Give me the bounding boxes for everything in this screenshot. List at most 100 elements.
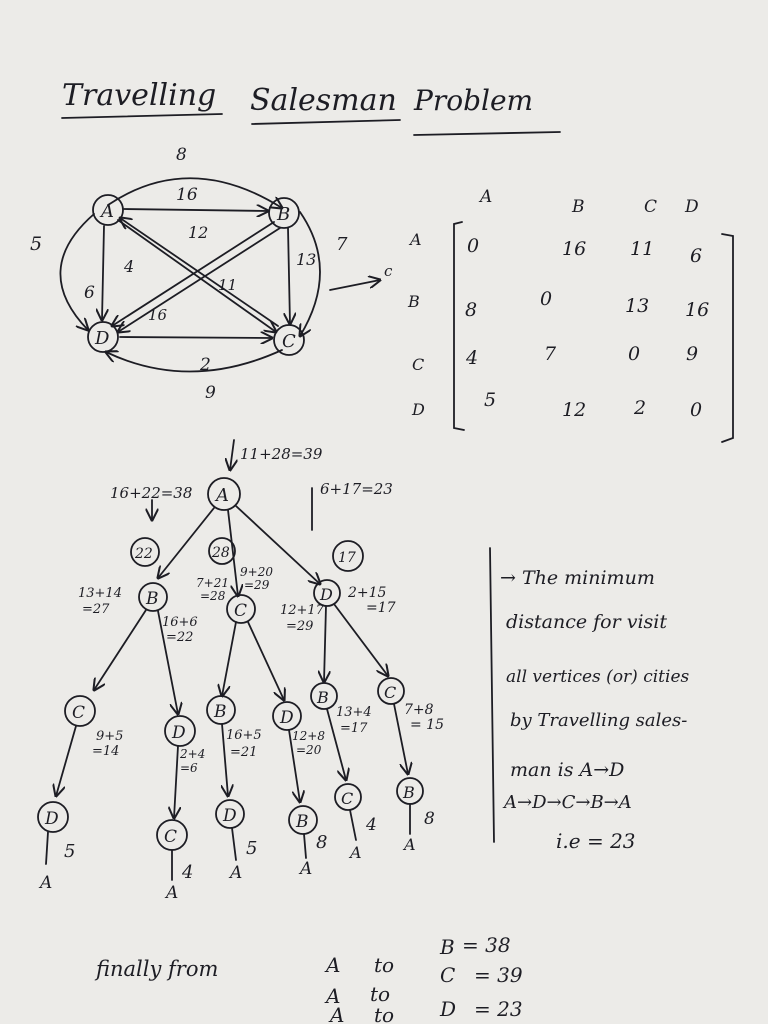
tree-node-d3b-label: D (222, 806, 237, 826)
page-title: Travelling Salesman Problem (61, 78, 561, 136)
tree-edge-b2b-c3 (326, 708, 346, 780)
annotation-c-left-1: 7+21 (196, 576, 229, 590)
conclusion-line-2: distance for visit (506, 611, 667, 633)
tree-edge-d-c (333, 603, 388, 676)
annotation-c-left-2: =28 (200, 589, 226, 603)
tree-node-b3b-label: B (402, 783, 415, 802)
matrix-cell-d-b: 12 (562, 399, 586, 421)
title-underline-3 (413, 131, 561, 136)
tree-node-d2a (164, 715, 196, 747)
weight-ac: 12 (188, 223, 208, 242)
tree-leaf-a-1: A (38, 873, 52, 893)
tree-leaf-a-4: A (298, 859, 312, 879)
matrix-col-header-c: C (644, 197, 657, 217)
weight-dc-mid: 2 (199, 355, 211, 375)
annotation-c2b-1: 7+8 (404, 702, 434, 718)
tree-edge-b-c (94, 609, 147, 690)
cost-d3a: 5 (64, 841, 75, 862)
final-row-2-value: = 39 (474, 963, 523, 987)
conclusion-line-7: i.e = 23 (556, 829, 636, 853)
final-row-1-dest: B (439, 935, 455, 959)
matrix-cell-b-c: 13 (625, 295, 649, 317)
graph-node-a-label: A (99, 201, 114, 222)
edge-a-left (59, 213, 95, 330)
tree-leaf-a-5: A (348, 843, 362, 862)
annotation-d-left-1: 12+17 (280, 603, 325, 618)
annotation-b2a-1: 16+5 (226, 728, 262, 743)
cost-bubble-b (130, 537, 160, 567)
tree-edge-c3b-a (349, 809, 357, 841)
graph-node-d-label: D (94, 328, 110, 349)
tree-edge-d3a-a (45, 831, 49, 865)
tree-node-c2-label: C (72, 703, 85, 723)
title-word-salesman: Salesman (250, 83, 397, 118)
edge-ac (117, 219, 276, 332)
weight-b-right: 7 (336, 234, 348, 255)
graph-node-d (87, 321, 119, 353)
tree-node-d3a-label: D (44, 809, 59, 829)
final-row-3-to: to (374, 1003, 394, 1024)
edge-ab (123, 209, 268, 211)
annotation-arrow-middle (230, 439, 234, 470)
annotation-root-left: 16+22=38 (110, 484, 192, 502)
tree-node-b2a-label: B (213, 702, 227, 722)
tree-edge-a-d (235, 505, 320, 584)
annotation-d2a-2: =6 (180, 761, 198, 775)
matrix-left-bracket (453, 221, 465, 431)
tree-node-c3b-label: C (341, 789, 353, 808)
annotation-root-right: 6+17=23 (320, 480, 393, 498)
final-lead: finally from (94, 957, 218, 981)
matrix-cell-a-b: 16 (562, 238, 586, 260)
annotation-c-right-2: =29 (244, 578, 270, 592)
edge-ca (120, 218, 279, 327)
weight-dc: 16 (148, 306, 168, 324)
cost-bubble-c-label: 28 (211, 545, 230, 561)
tree-node-b2a (206, 695, 236, 725)
cost-bubble-b-label: 22 (134, 546, 153, 562)
matrix-cell-c-d: 9 (686, 343, 698, 365)
weight-ab-top: 8 (176, 145, 187, 165)
tree-edge-d2b-b3 (288, 729, 300, 802)
matrix-cell-d-c: 2 (633, 397, 646, 419)
tree-node-c2b-label: C (384, 683, 396, 702)
tree-edge-b3a-a (303, 833, 307, 859)
annotation-d2b-1: 12+8 (292, 729, 325, 743)
cost-bubble-c (208, 537, 236, 565)
tree-leaf-a-2: A (164, 883, 178, 903)
conclusion-text: → The minimum distance for visit all ver… (500, 567, 689, 853)
final-row-2-from: A (324, 984, 340, 1008)
tree-edge-c-b (222, 621, 237, 696)
tree-node-c2 (64, 695, 96, 727)
matrix-cell-b-d: 16 (685, 299, 709, 321)
annotation-c-right-1: 9+20 (240, 565, 273, 579)
annotation-d-right-1: 2+15 (347, 585, 387, 601)
matrix-col-header-a: A (478, 187, 492, 207)
weight-ab: 16 (176, 185, 198, 205)
matrix-arrow-label: c (384, 262, 393, 280)
annotation-b-left-2: =27 (82, 602, 110, 617)
tree-edge-b2a-d3 (222, 723, 228, 796)
annotation-b2b-1: 13+4 (336, 705, 372, 720)
matrix-cell-a-d: 6 (690, 245, 702, 267)
matrix-cell-d-a: 5 (484, 389, 496, 411)
conclusion-line-5: man is A→D (510, 759, 624, 781)
final-results: finally from A to B = 38 A to C = 39 A t… (94, 933, 523, 1024)
matrix-cell-d-d: 0 (690, 399, 702, 421)
edge-dc (119, 337, 272, 338)
matrix-cell-a-c: 11 (630, 238, 654, 260)
tree-node-c2b (377, 677, 405, 705)
edge-bd (112, 221, 275, 326)
matrix-col-header-d: D (684, 197, 699, 217)
tree-node-b1-label: B (145, 589, 159, 609)
matrix-cell-a-a: 0 (467, 235, 479, 257)
state-space-tree: 16+22=38 11+28=39 6+17=23 A 22 28 17 B C… (37, 439, 444, 903)
final-row-3-value: = 23 (474, 997, 523, 1021)
matrix-row-header-b: B (407, 292, 420, 311)
weight-ca: 4 (123, 257, 134, 276)
matrix-cell-b-b: 0 (540, 288, 552, 310)
tree-node-d3b (215, 799, 245, 829)
tree-leaf-a-3: A (228, 863, 242, 883)
final-row-2-dest: C (440, 963, 455, 987)
matrix-row-header-a: A (408, 230, 422, 249)
